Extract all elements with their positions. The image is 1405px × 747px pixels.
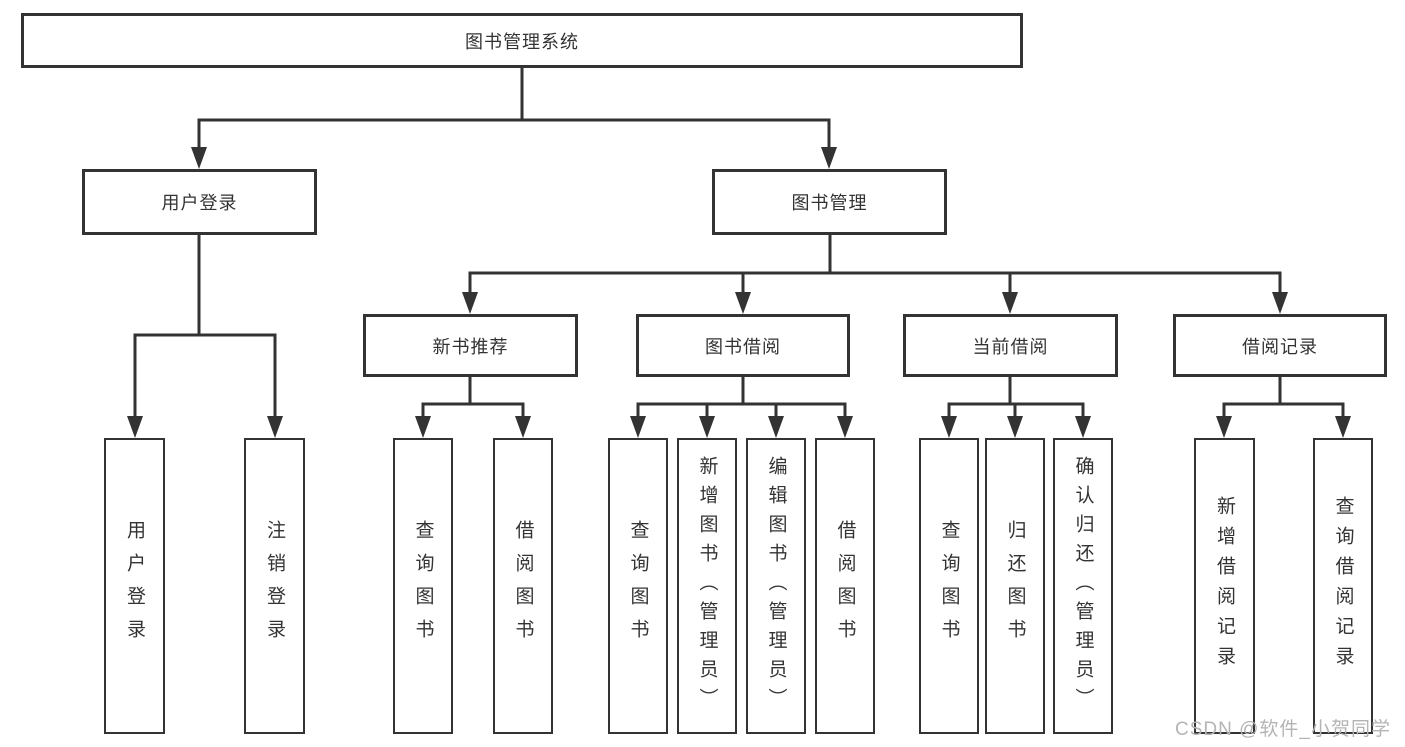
node-new-book-recommend: 新书推荐: [363, 314, 578, 377]
leaf-query-books-borrow: 查询图书: [608, 438, 668, 734]
csdn-watermark: CSDN @软件_小贺同学: [1175, 719, 1391, 740]
connector-userlogin-to-leaves: [133, 235, 277, 417]
leaf-query-books-current: 查询图书: [919, 438, 979, 734]
node-label: 确认归还（管理员）: [1072, 455, 1094, 717]
leaf-borrow-books: 借阅图书: [815, 438, 875, 734]
node-label: 用户登录: [161, 193, 238, 213]
node-borrow-records: 借阅记录: [1173, 314, 1387, 377]
connector-bookborrow-to-leaves: [636, 377, 847, 417]
node-book-management: 图书管理: [712, 169, 947, 235]
leaf-query-books-recommend: 查询图书: [393, 438, 453, 734]
node-current-borrow: 当前借阅: [903, 314, 1118, 377]
connector-bookmgmt-to-level3: [468, 233, 1282, 293]
arrowheads: [127, 147, 1351, 438]
leaf-confirm-return-admin: 确认归还（管理员）: [1053, 438, 1113, 734]
leaf-add-borrow-record: 新增借阅记录: [1194, 438, 1255, 734]
node-label: 图书管理: [791, 193, 868, 213]
node-book-borrow: 图书借阅: [636, 314, 850, 377]
connector-borrowrecords-to-leaves: [1222, 377, 1345, 417]
node-label: 查询借阅记录: [1332, 496, 1354, 676]
node-label: 借阅图书: [512, 520, 534, 652]
node-user-login: 用户登录: [82, 169, 317, 235]
node-label: 图书借阅: [705, 336, 781, 357]
leaf-edit-book-admin: 编辑图书（管理员）: [746, 438, 806, 734]
connector-root-to-level2: [197, 68, 831, 148]
leaf-return-book: 归还图书: [985, 438, 1045, 734]
leaf-user-login: 用户登录: [104, 438, 165, 734]
node-label: 编辑图书（管理员）: [765, 455, 787, 717]
node-label: 注销登录: [264, 520, 285, 652]
node-label: 查询图书: [938, 520, 960, 652]
leaf-query-borrow-record: 查询借阅记录: [1313, 438, 1373, 734]
node-label: 当前借阅: [972, 336, 1049, 357]
connector-currentborrow-to-leaves: [947, 377, 1085, 417]
node-label: 借阅图书: [834, 520, 856, 652]
leaf-add-book-admin: 新增图书（管理员）: [677, 438, 737, 734]
node-label: 借阅记录: [1242, 336, 1318, 357]
leaf-logout: 注销登录: [244, 438, 305, 734]
connector-newbook-to-leaves: [421, 377, 525, 417]
node-label: 用户登录: [124, 520, 145, 652]
node-label: 查询图书: [627, 520, 649, 652]
node-label: 新增图书（管理员）: [696, 455, 718, 717]
node-library-system: 图书管理系统: [21, 13, 1023, 68]
node-label: 图书管理系统: [465, 31, 579, 52]
node-label: 查询图书: [412, 520, 434, 652]
node-label: 新增借阅记录: [1214, 496, 1235, 676]
leaf-borrow-books-recommend: 借阅图书: [493, 438, 553, 734]
node-label: 新书推荐: [432, 336, 509, 357]
node-label: 归还图书: [1004, 520, 1026, 652]
